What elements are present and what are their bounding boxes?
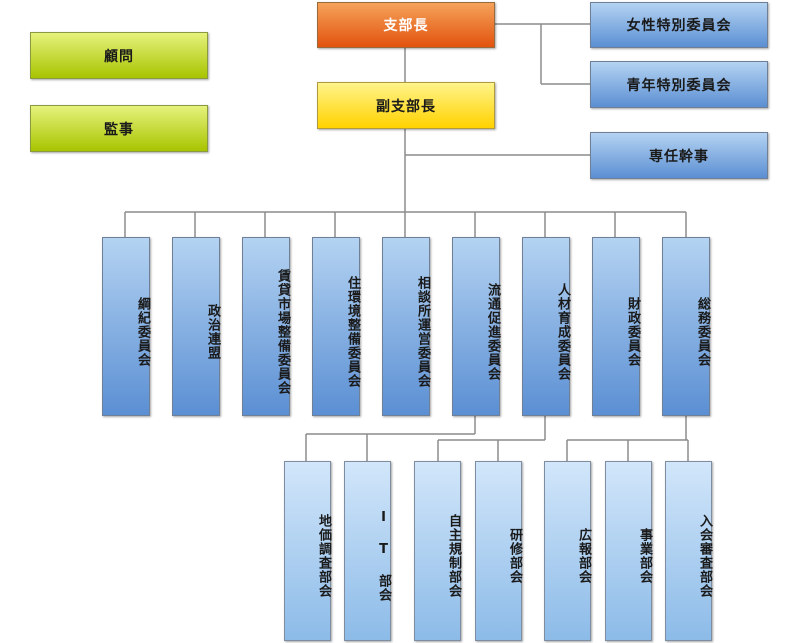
subdepartment-box: I T 部会 xyxy=(344,461,391,641)
chief-label: 支部長 xyxy=(383,18,429,34)
committee-box: 綱紀委員会 xyxy=(102,237,150,416)
subdepartment-label: 広報部会 xyxy=(576,528,591,584)
vice-chief-label: 副支部長 xyxy=(376,98,436,115)
chief-box: 支部長 xyxy=(317,2,495,48)
vice-chief-box: 副支部長 xyxy=(317,82,495,129)
committee-box: 賃貸市場整備委員会 xyxy=(242,237,290,416)
subdepartment-box: 自主規制部会 xyxy=(414,461,461,641)
subdepartment-box: 広報部会 xyxy=(544,461,591,641)
youth-committee-label: 青年特別委員会 xyxy=(626,77,732,94)
committee-label: 流通促進委員会 xyxy=(485,282,500,381)
committee-label: 政治連盟 xyxy=(205,303,220,360)
youth-committee-box: 青年特別委員会 xyxy=(590,61,768,108)
subdepartment-label: 地価調査部会 xyxy=(316,514,331,598)
committee-box: 総務委員会 xyxy=(662,237,710,416)
committee-box: 財政委員会 xyxy=(592,237,640,416)
subdepartment-label: 事業部会 xyxy=(637,528,652,584)
subdepartment-box: 事業部会 xyxy=(605,461,652,641)
subdepartment-box: 研修部会 xyxy=(475,461,522,641)
committee-label: 住環境整備委員会 xyxy=(345,275,360,388)
subdepartment-label: 研修部会 xyxy=(507,528,522,584)
committee-box: 相談所運営委員会 xyxy=(382,237,430,416)
committee-label: 相談所運営委員会 xyxy=(415,275,430,388)
subdepartment-label: 入会審査部会 xyxy=(697,514,712,598)
women-committee-label: 女性特別委員会 xyxy=(626,18,732,34)
auditor-label: 監事 xyxy=(104,121,134,138)
subdepartment-label: 自主規制部会 xyxy=(446,514,461,598)
advisor-box: 顧問 xyxy=(30,32,208,79)
subdepartment-label: I T 部会 xyxy=(376,510,391,602)
committee-label: 人材育成委員会 xyxy=(555,282,570,381)
secretary-label: 専任幹事 xyxy=(649,148,709,165)
committee-box: 人材育成委員会 xyxy=(522,237,570,416)
auditor-box: 監事 xyxy=(30,105,208,152)
committee-label: 財政委員会 xyxy=(625,296,640,367)
committee-box: 住環境整備委員会 xyxy=(312,237,360,416)
committee-label: 綱紀委員会 xyxy=(135,296,150,367)
secretary-box: 専任幹事 xyxy=(590,132,768,179)
subdepartment-box: 入会審査部会 xyxy=(665,461,712,641)
subdepartment-box: 地価調査部会 xyxy=(284,461,331,641)
women-committee-box: 女性特別委員会 xyxy=(590,2,768,48)
committee-label: 総務委員会 xyxy=(695,296,710,367)
committee-box: 政治連盟 xyxy=(172,237,220,416)
committee-label: 賃貸市場整備委員会 xyxy=(275,268,290,395)
committee-box: 流通促進委員会 xyxy=(452,237,500,416)
advisor-label: 顧問 xyxy=(104,48,134,65)
